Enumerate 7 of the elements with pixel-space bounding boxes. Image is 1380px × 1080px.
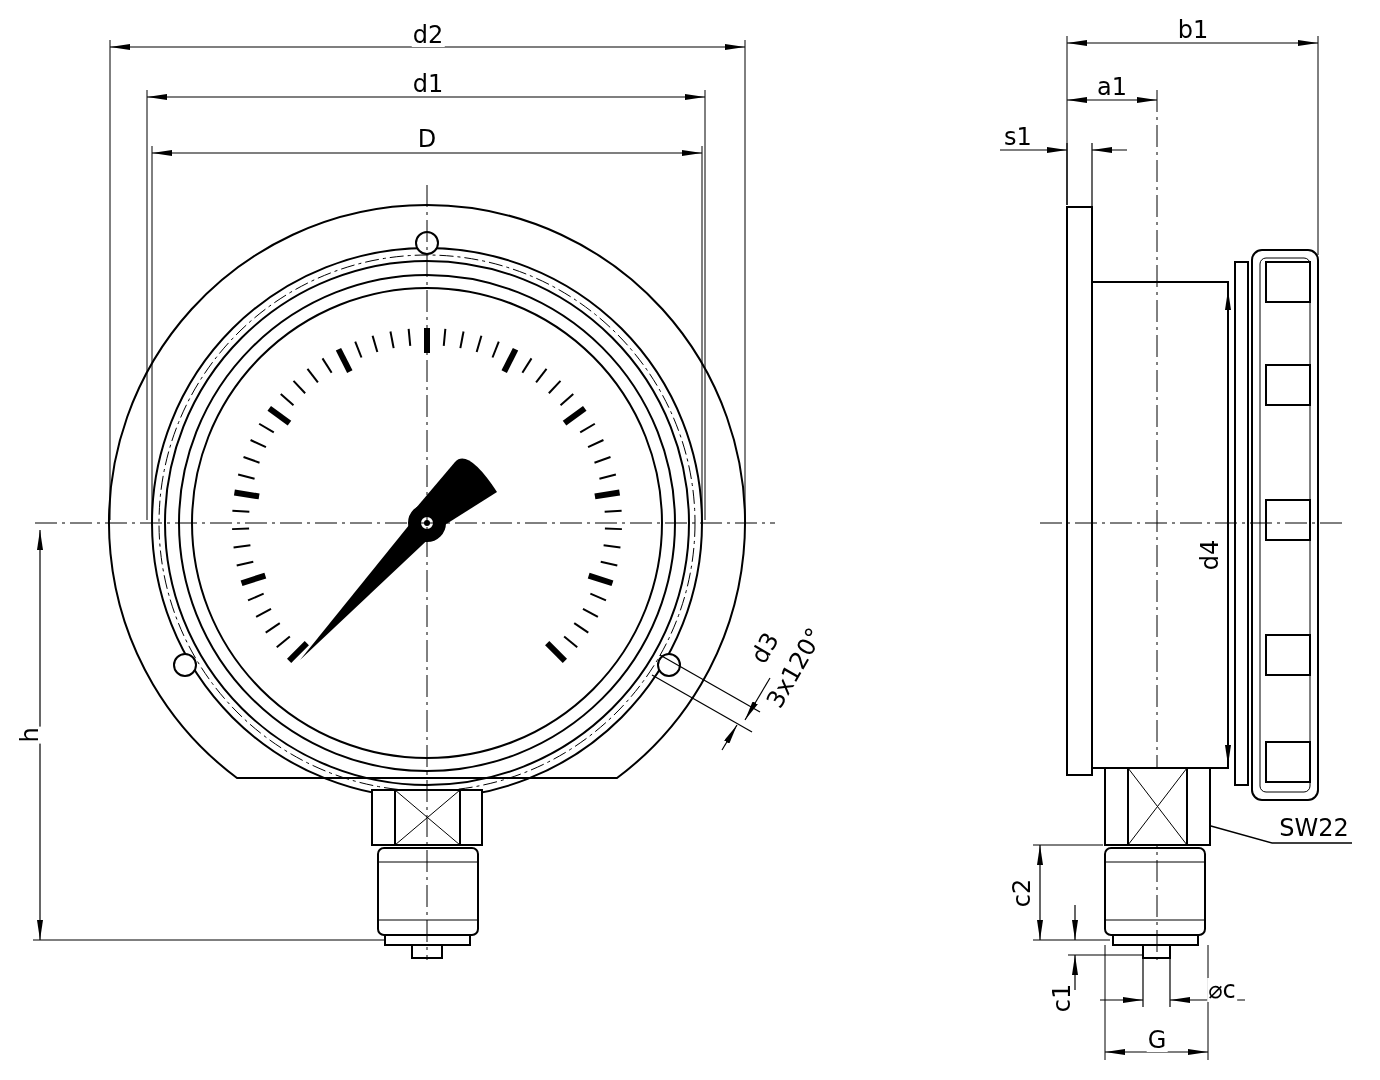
part-label: SW22 (1276, 813, 1352, 843)
hex-nut (1104, 767, 1211, 846)
dimension-label: h (18, 726, 42, 744)
dimension-label: G (1146, 1028, 1168, 1052)
leader-line (1209, 825, 1353, 844)
dimension-label: ⌀c (1207, 978, 1237, 1002)
dimension-label: d2 (411, 23, 445, 47)
